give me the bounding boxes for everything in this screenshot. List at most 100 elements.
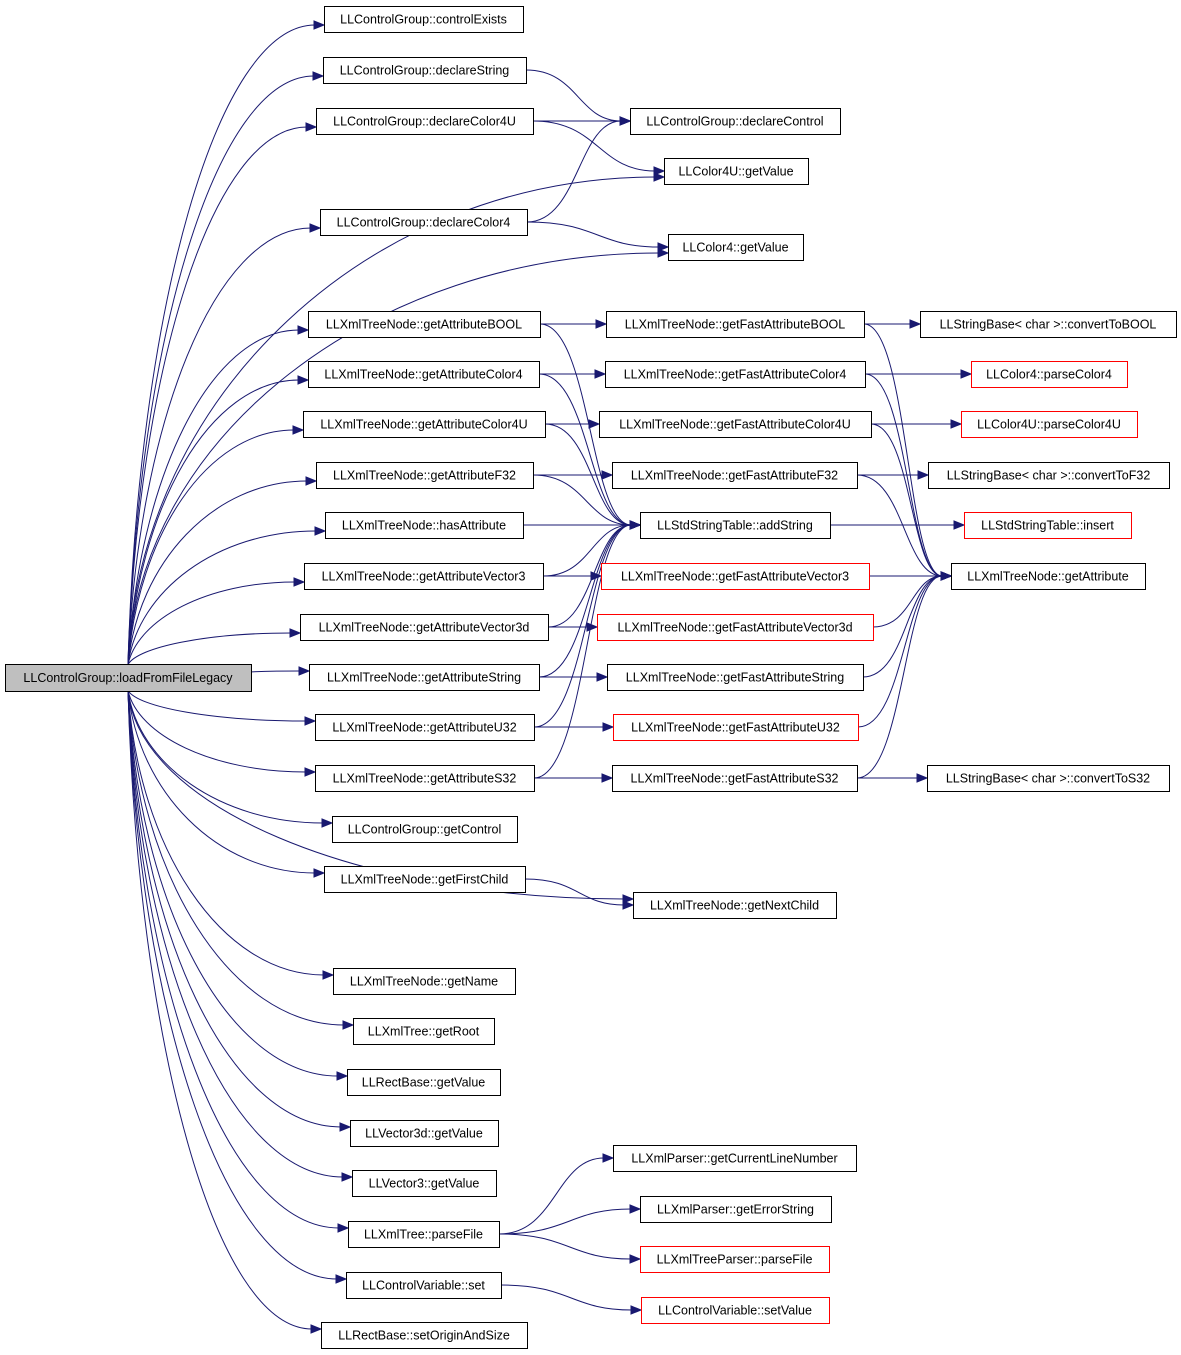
node-root[interactable]: LLControlGroup::loadFromFileLegacy xyxy=(5,664,252,692)
node-n43[interactable]: LLXmlParser::getCurrentLineNumber xyxy=(613,1145,857,1172)
edge-arrowhead xyxy=(595,319,608,329)
node-n44[interactable]: LLXmlTree::parseFile xyxy=(348,1221,500,1248)
edge-line xyxy=(127,690,625,900)
node-n15[interactable]: LLXmlTreeNode::getFastAttributeColor4U xyxy=(599,411,872,438)
node-n31[interactable]: LLXmlTreeNode::getFastAttributeU32 xyxy=(613,714,859,741)
node-label: LLXmlTreeNode::getAttributeVector3 xyxy=(322,570,526,584)
node-label: LLVector3::getValue xyxy=(369,1177,480,1191)
call-edge-n29-n25 xyxy=(862,571,953,678)
node-n41[interactable]: LLVector3d::getValue xyxy=(350,1120,499,1147)
node-n2[interactable]: LLControlGroup::declareString xyxy=(323,57,527,84)
node-label: LLControlGroup::declareColor4 xyxy=(337,216,511,230)
node-n8[interactable]: LLXmlTreeNode::getAttributeBOOL xyxy=(308,311,541,338)
node-n20[interactable]: LLXmlTreeNode::hasAttribute xyxy=(325,512,524,539)
call-edge-n36-n37 xyxy=(524,878,635,910)
node-label: LLXmlTreeNode::getAttributeF32 xyxy=(333,469,516,483)
node-n32[interactable]: LLXmlTreeNode::getAttributeS32 xyxy=(315,765,535,792)
edge-arrowhead xyxy=(293,577,306,587)
call-edge-n11-n12 xyxy=(538,369,607,379)
node-n37[interactable]: LLXmlTreeNode::getNextChild xyxy=(633,892,837,919)
node-box xyxy=(308,311,541,338)
node-n21[interactable]: LLStdStringTable::addString xyxy=(640,512,831,539)
node-n24[interactable]: LLXmlTreeNode::getFastAttributeVector3 xyxy=(601,563,870,590)
node-n23[interactable]: LLXmlTreeNode::getAttributeVector3 xyxy=(304,563,544,590)
node-n19[interactable]: LLStringBase< char >::convertToF32 xyxy=(928,462,1170,489)
edge-arrowhead xyxy=(337,1223,350,1233)
node-n42[interactable]: LLVector3::getValue xyxy=(352,1170,497,1197)
node-box xyxy=(309,664,540,691)
node-n38[interactable]: LLXmlTreeNode::getName xyxy=(333,968,516,995)
node-n17[interactable]: LLXmlTreeNode::getAttributeF32 xyxy=(316,462,534,489)
node-n27[interactable]: LLXmlTreeNode::getFastAttributeVector3d xyxy=(597,614,874,641)
call-edge-n9-n25 xyxy=(863,323,953,581)
node-n1[interactable]: LLControlGroup::controlExists xyxy=(324,6,524,33)
node-n13[interactable]: LLColor4::parseColor4 xyxy=(971,361,1128,388)
node-n40[interactable]: LLRectBase::getValue xyxy=(347,1069,501,1096)
node-n18[interactable]: LLXmlTreeNode::getFastAttributeF32 xyxy=(612,462,858,489)
node-n48[interactable]: LLControlVariable::setValue xyxy=(641,1297,830,1324)
edge-arrowhead xyxy=(909,319,922,329)
edge-arrowhead xyxy=(602,722,615,732)
node-n47[interactable]: LLControlVariable::set xyxy=(346,1272,502,1299)
node-label: LLXmlTreeNode::getFastAttributeString xyxy=(626,671,844,685)
node-n35[interactable]: LLControlGroup::getControl xyxy=(332,816,518,843)
node-n14[interactable]: LLXmlTreeNode::getAttributeColor4U xyxy=(303,411,546,438)
call-edge-n32-n33 xyxy=(534,773,614,783)
node-n46[interactable]: LLXmlTreeParser::parseFile xyxy=(640,1246,830,1273)
edge-arrowhead xyxy=(305,122,318,132)
node-n16[interactable]: LLColor4U::parseColor4U xyxy=(961,411,1138,438)
node-n9[interactable]: LLXmlTreeNode::getFastAttributeBOOL xyxy=(606,311,865,338)
call-edge-n32-n21 xyxy=(533,520,642,779)
node-label: LLStdStringTable::addString xyxy=(657,519,813,533)
node-n49[interactable]: LLRectBase::setOriginAndSize xyxy=(321,1322,528,1349)
edge-line xyxy=(127,632,292,665)
node-box xyxy=(352,1170,497,1197)
node-n4[interactable]: LLControlGroup::declareControl xyxy=(630,108,841,135)
node-n22[interactable]: LLStdStringTable::insert xyxy=(964,512,1132,539)
call-edge-n26-n27 xyxy=(548,622,599,632)
node-n6[interactable]: LLControlGroup::declareColor4 xyxy=(320,209,528,236)
node-label: LLColor4::getValue xyxy=(682,241,788,255)
node-n7[interactable]: LLColor4::getValue xyxy=(668,234,804,261)
edge-arrowhead xyxy=(289,628,302,638)
node-box xyxy=(308,361,540,388)
node-box xyxy=(920,311,1177,338)
node-box xyxy=(324,866,526,893)
node-n26[interactable]: LLXmlTreeNode::getAttributeVector3d xyxy=(300,614,549,641)
edge-line xyxy=(127,690,344,1178)
edge-arrowhead xyxy=(342,1020,355,1030)
node-n3[interactable]: LLControlGroup::declareColor4U xyxy=(316,108,534,135)
edge-arrowhead xyxy=(314,526,327,536)
edge-line xyxy=(127,581,296,665)
node-n34[interactable]: LLStringBase< char >::convertToS32 xyxy=(927,765,1170,792)
node-n39[interactable]: LLXmlTree::getRoot xyxy=(353,1018,495,1045)
edge-arrowhead xyxy=(653,172,666,182)
node-label: LLControlGroup::getControl xyxy=(348,823,502,837)
node-n28[interactable]: LLXmlTreeNode::getAttributeString xyxy=(309,664,540,691)
node-label: LLColor4U::getValue xyxy=(678,165,793,179)
node-box xyxy=(640,1246,830,1273)
call-edge-root-n11 xyxy=(127,375,310,665)
edge-line xyxy=(857,575,943,728)
call-edge-n6-n7 xyxy=(526,221,670,252)
node-n30[interactable]: LLXmlTreeNode::getAttributeU32 xyxy=(315,714,535,741)
node-label: LLControlVariable::set xyxy=(362,1279,485,1293)
edge-arrowhead xyxy=(622,900,635,910)
node-label: LLXmlTreeNode::hasAttribute xyxy=(342,519,506,533)
node-n45[interactable]: LLXmlParser::getErrorString xyxy=(640,1196,832,1223)
node-label: LLXmlTreeNode::getAttributeColor4 xyxy=(324,368,522,382)
node-n11[interactable]: LLXmlTreeNode::getAttributeColor4 xyxy=(308,361,540,388)
node-box xyxy=(316,108,534,135)
node-n29[interactable]: LLXmlTreeNode::getFastAttributeString xyxy=(607,664,864,691)
node-n12[interactable]: LLXmlTreeNode::getFastAttributeColor4 xyxy=(605,361,866,388)
node-box xyxy=(613,714,859,741)
call-edge-n23-n24 xyxy=(543,571,603,581)
node-n33[interactable]: LLXmlTreeNode::getFastAttributeS32 xyxy=(612,765,858,792)
node-n36[interactable]: LLXmlTreeNode::getFirstChild xyxy=(324,866,526,893)
node-n25[interactable]: LLXmlTreeNode::getAttribute xyxy=(951,563,1146,590)
node-n5[interactable]: LLColor4U::getValue xyxy=(664,158,809,185)
edge-line xyxy=(870,423,943,577)
node-n10[interactable]: LLStringBase< char >::convertToBOOL xyxy=(920,311,1177,338)
edge-line xyxy=(127,690,342,1128)
edge-arrowhead xyxy=(313,868,326,878)
